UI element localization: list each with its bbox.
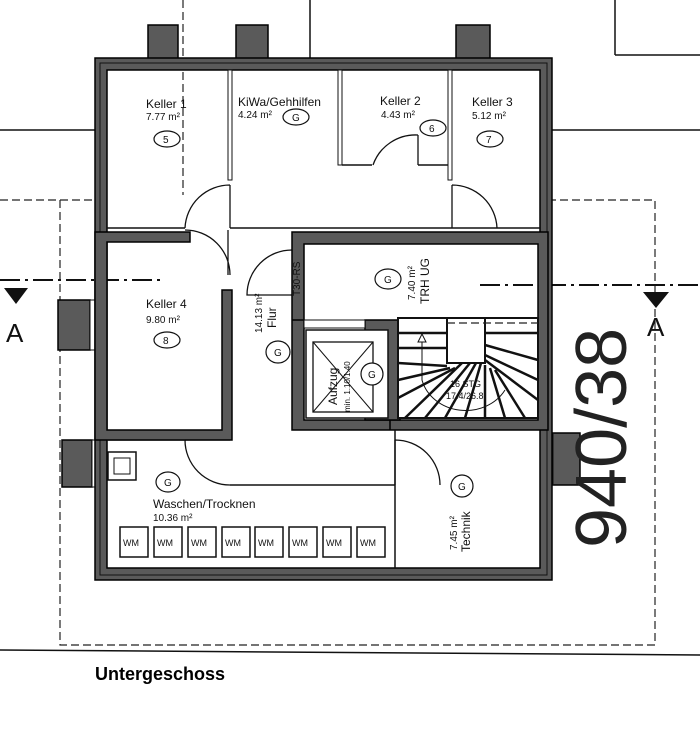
room-name: Flur	[265, 307, 279, 328]
partitions	[107, 69, 540, 229]
room-name: Keller 2	[380, 94, 421, 108]
washing-machine	[119, 526, 149, 558]
washing-machine-label: WM	[258, 538, 274, 548]
room-area: 7.77 m²	[146, 112, 181, 123]
washing-machine-label: WM	[225, 538, 241, 548]
room-tag: G	[164, 478, 172, 489]
washing-machine	[254, 526, 284, 558]
stair-arrow-icon	[417, 332, 427, 343]
room-name: Waschen/Trocknen	[153, 497, 256, 511]
site-lines	[0, 0, 700, 656]
room-area: 9.80 m²	[146, 315, 181, 326]
section-line: A A	[0, 279, 700, 348]
room-tag: 6	[429, 124, 435, 135]
washing-machine-label: WM	[360, 538, 376, 548]
room-tag: 7	[486, 135, 492, 146]
room-area: 7.40 m²	[407, 265, 418, 300]
room-tag: 5	[163, 135, 169, 146]
section-arrow-icon	[643, 292, 669, 308]
property-boundary	[0, 0, 656, 646]
room-area: min. 1.10/1.40	[343, 361, 352, 412]
washing-machine-label: WM	[123, 538, 139, 548]
washing-machine	[221, 526, 251, 558]
washing-machines: WM WM WM WM WM WM WM WM	[119, 526, 386, 558]
room-tag: G	[458, 482, 466, 493]
room-name: Aufzug	[326, 368, 340, 405]
washing-machine	[288, 526, 318, 558]
interior-wall	[94, 231, 233, 441]
room-tag: G	[368, 370, 376, 381]
washing-machine	[153, 526, 183, 558]
room-tag: G	[384, 275, 392, 286]
stair-ratio: 17.4/26.8	[446, 391, 484, 401]
washing-machine	[322, 526, 352, 558]
room-name: Technik	[459, 510, 473, 552]
door-label: T30-RS	[292, 261, 303, 296]
room-labels: Keller 1 7.77 m² 5 KiWa/Gehhilfen 4.24 m…	[146, 94, 513, 552]
room-tag: 8	[163, 336, 169, 347]
room-area: 14.13 m²	[254, 293, 265, 333]
washing-machine	[356, 526, 386, 558]
washing-machine-label: WM	[157, 538, 173, 548]
section-label-right: A	[647, 312, 665, 342]
room-area: 5.12 m²	[472, 111, 507, 122]
room-name: TRH UG	[418, 258, 432, 304]
room-area: 7.45 m²	[449, 515, 460, 550]
room-area: 4.43 m²	[381, 110, 416, 121]
parcel-number: 940/38	[562, 328, 642, 548]
washing-machine-label: WM	[191, 538, 207, 548]
room-tag: G	[274, 348, 282, 359]
room-name: Keller 1	[146, 97, 187, 111]
sink-icon	[107, 451, 137, 481]
washing-machine	[187, 526, 217, 558]
staircase	[397, 317, 539, 419]
washing-machine-label: WM	[292, 538, 308, 548]
floor-title: Untergeschoss	[95, 664, 226, 684]
room-area: 4.24 m²	[238, 110, 273, 121]
section-arrow-icon	[4, 288, 28, 304]
room-name: Keller 3	[472, 95, 513, 109]
section-label-left: A	[6, 318, 24, 348]
washing-machine-label: WM	[326, 538, 342, 548]
room-tag: G	[292, 113, 300, 124]
partitions	[107, 430, 396, 568]
room-name: KiWa/Gehhilfen	[238, 95, 321, 109]
stair-steps: 16 STG	[450, 379, 481, 389]
room-area: 10.36 m²	[153, 513, 193, 524]
room-name: Keller 4	[146, 297, 187, 311]
